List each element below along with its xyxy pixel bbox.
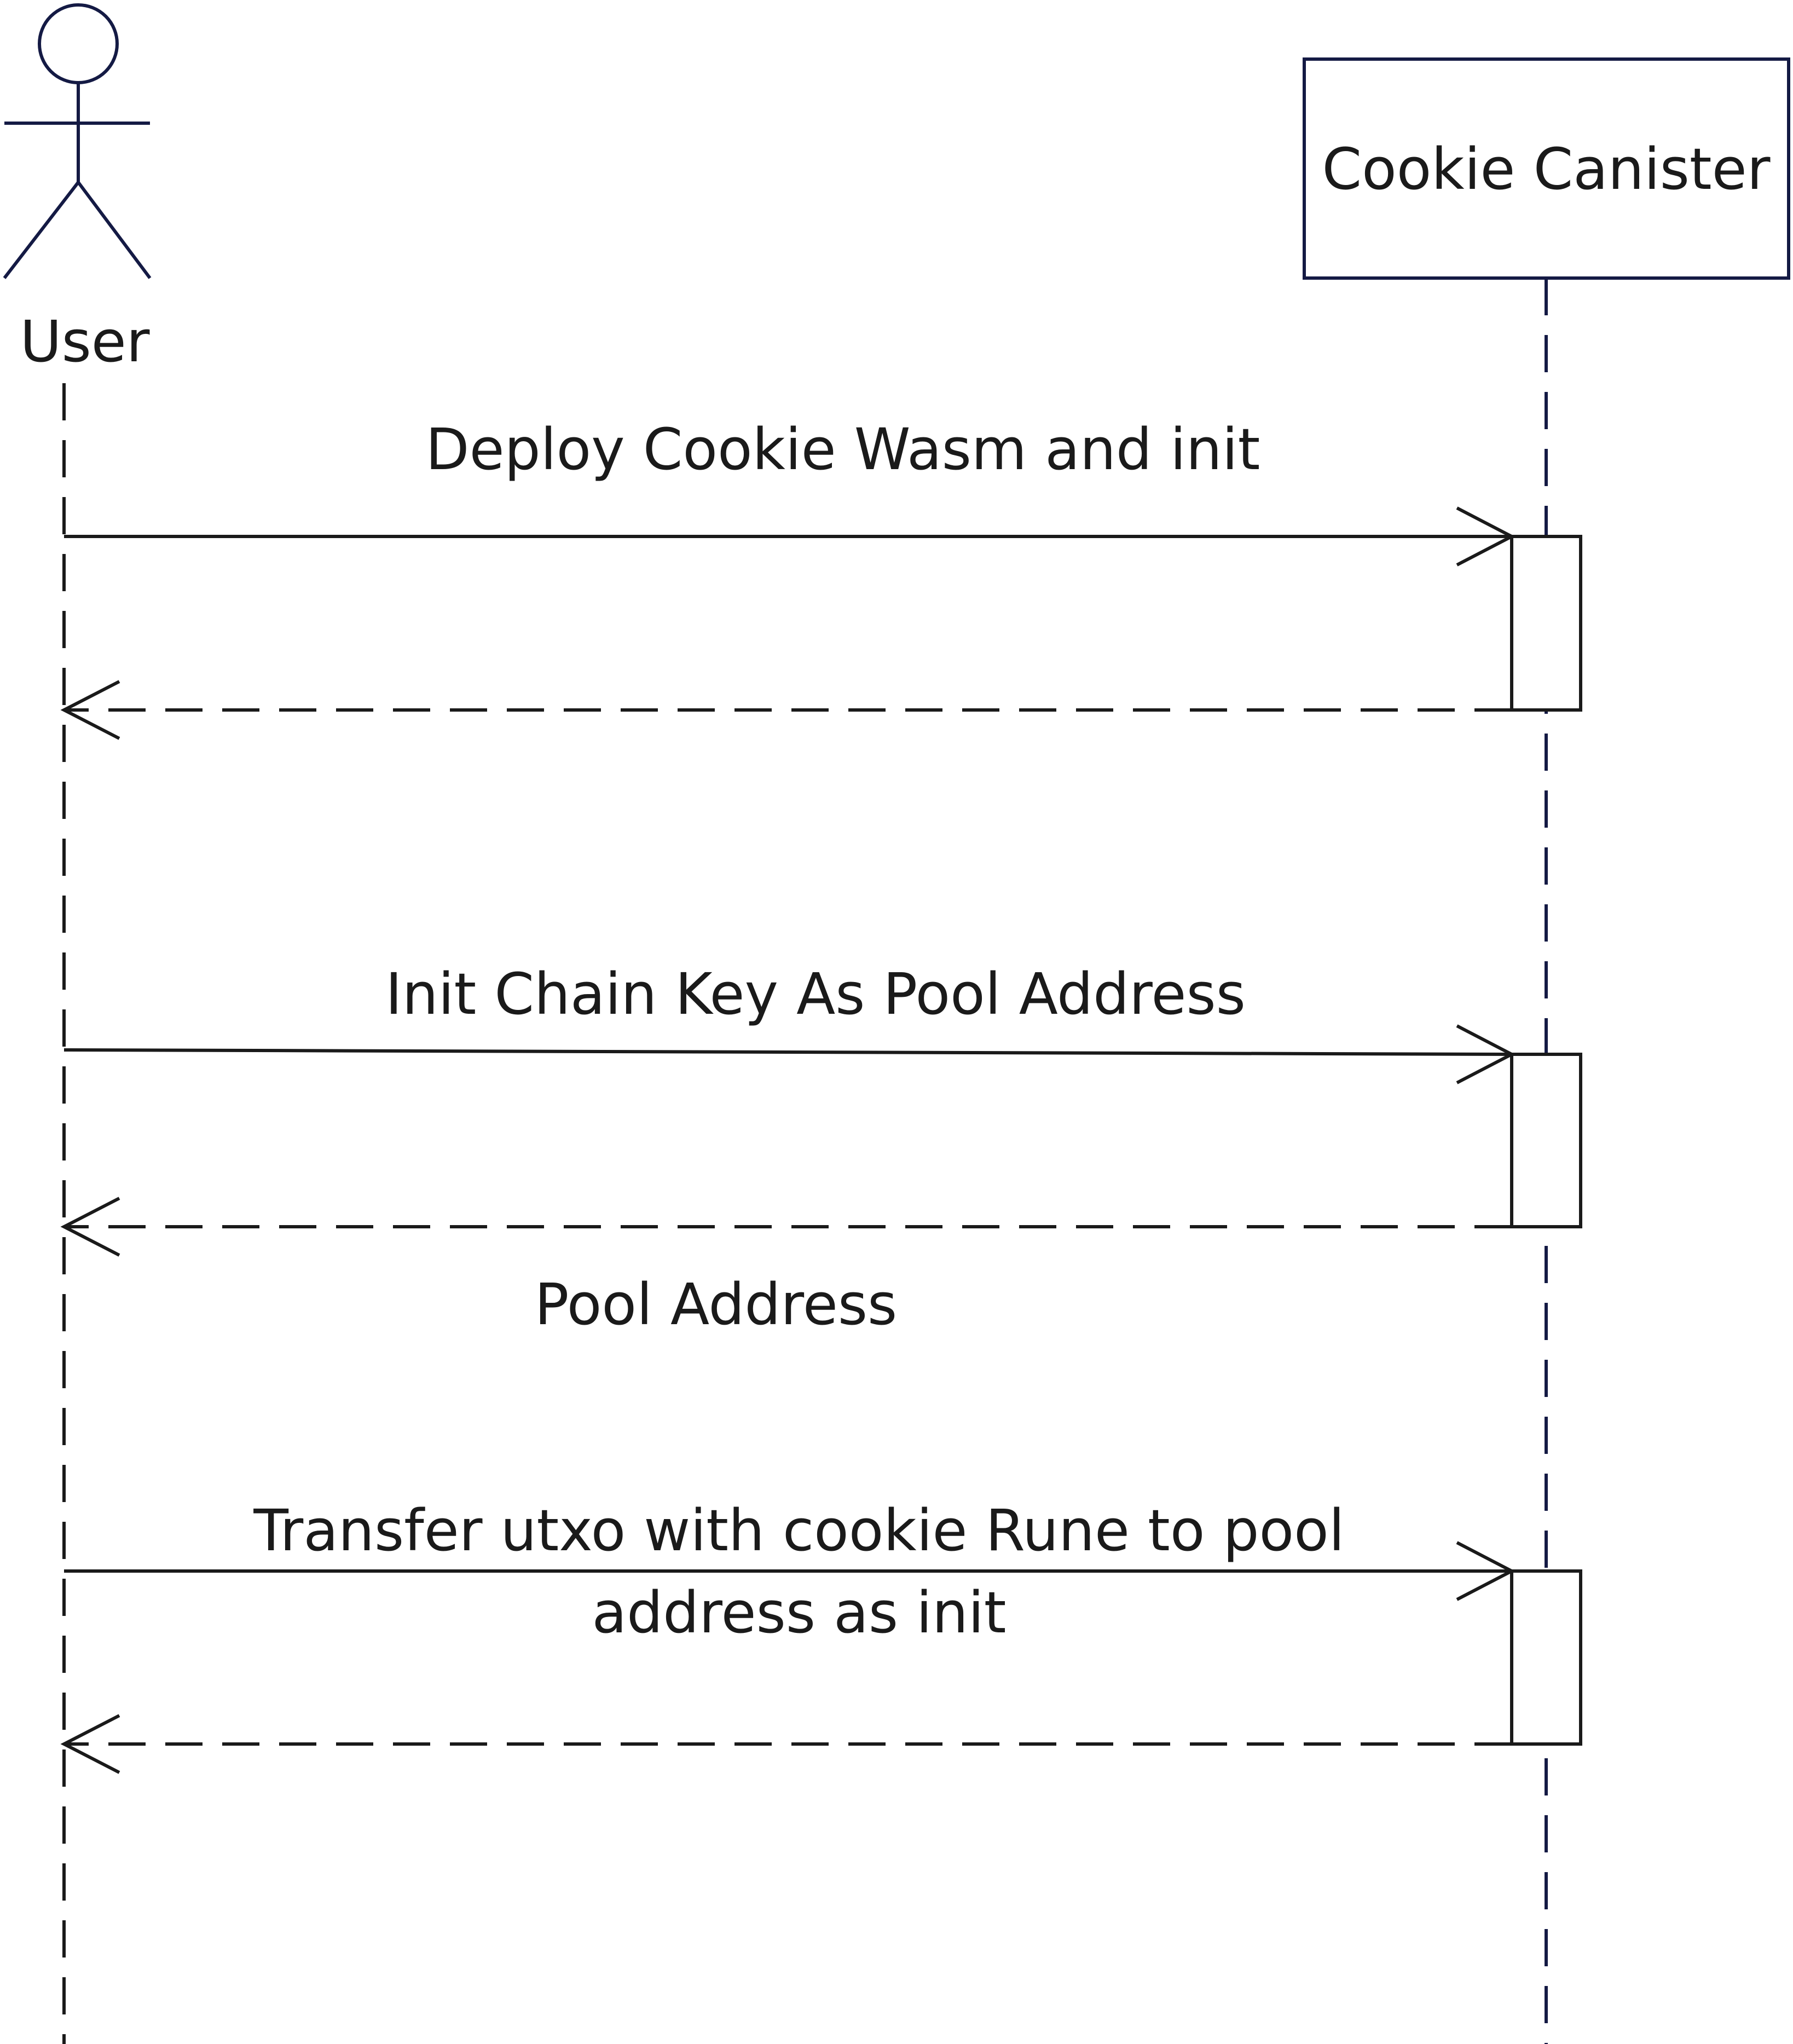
activation-bar-3 [1510,1569,1582,1746]
canister-participant-label: Cookie Canister [1322,136,1771,203]
user-actor-left-leg [3,181,80,279]
message-3-label-line-1: Transfer utxo with cookie Rune to pool [253,1497,1344,1564]
message-2-call-arrow [63,1048,1512,1056]
message-1-label: Deploy Cookie Wasm and init [426,416,1260,483]
user-actor-right-leg [77,181,152,279]
user-actor [3,3,152,279]
activation-bar-1 [1510,535,1582,712]
message-2-return-arrowhead [60,1197,120,1257]
user-actor-head [38,3,119,84]
message-1-return-arrowhead [60,680,120,740]
canister-participant-box [1303,57,1790,280]
activation-bar-2 [1510,1053,1582,1228]
user-actor-label: User [20,308,149,375]
message-3-label-line-2: address as init [592,1579,1006,1646]
message-2-return-label: Pool Address [535,1271,897,1338]
message-3-return-arrowhead [60,1714,120,1774]
message-2-label: Init Chain Key As Pool Address [385,961,1246,1027]
